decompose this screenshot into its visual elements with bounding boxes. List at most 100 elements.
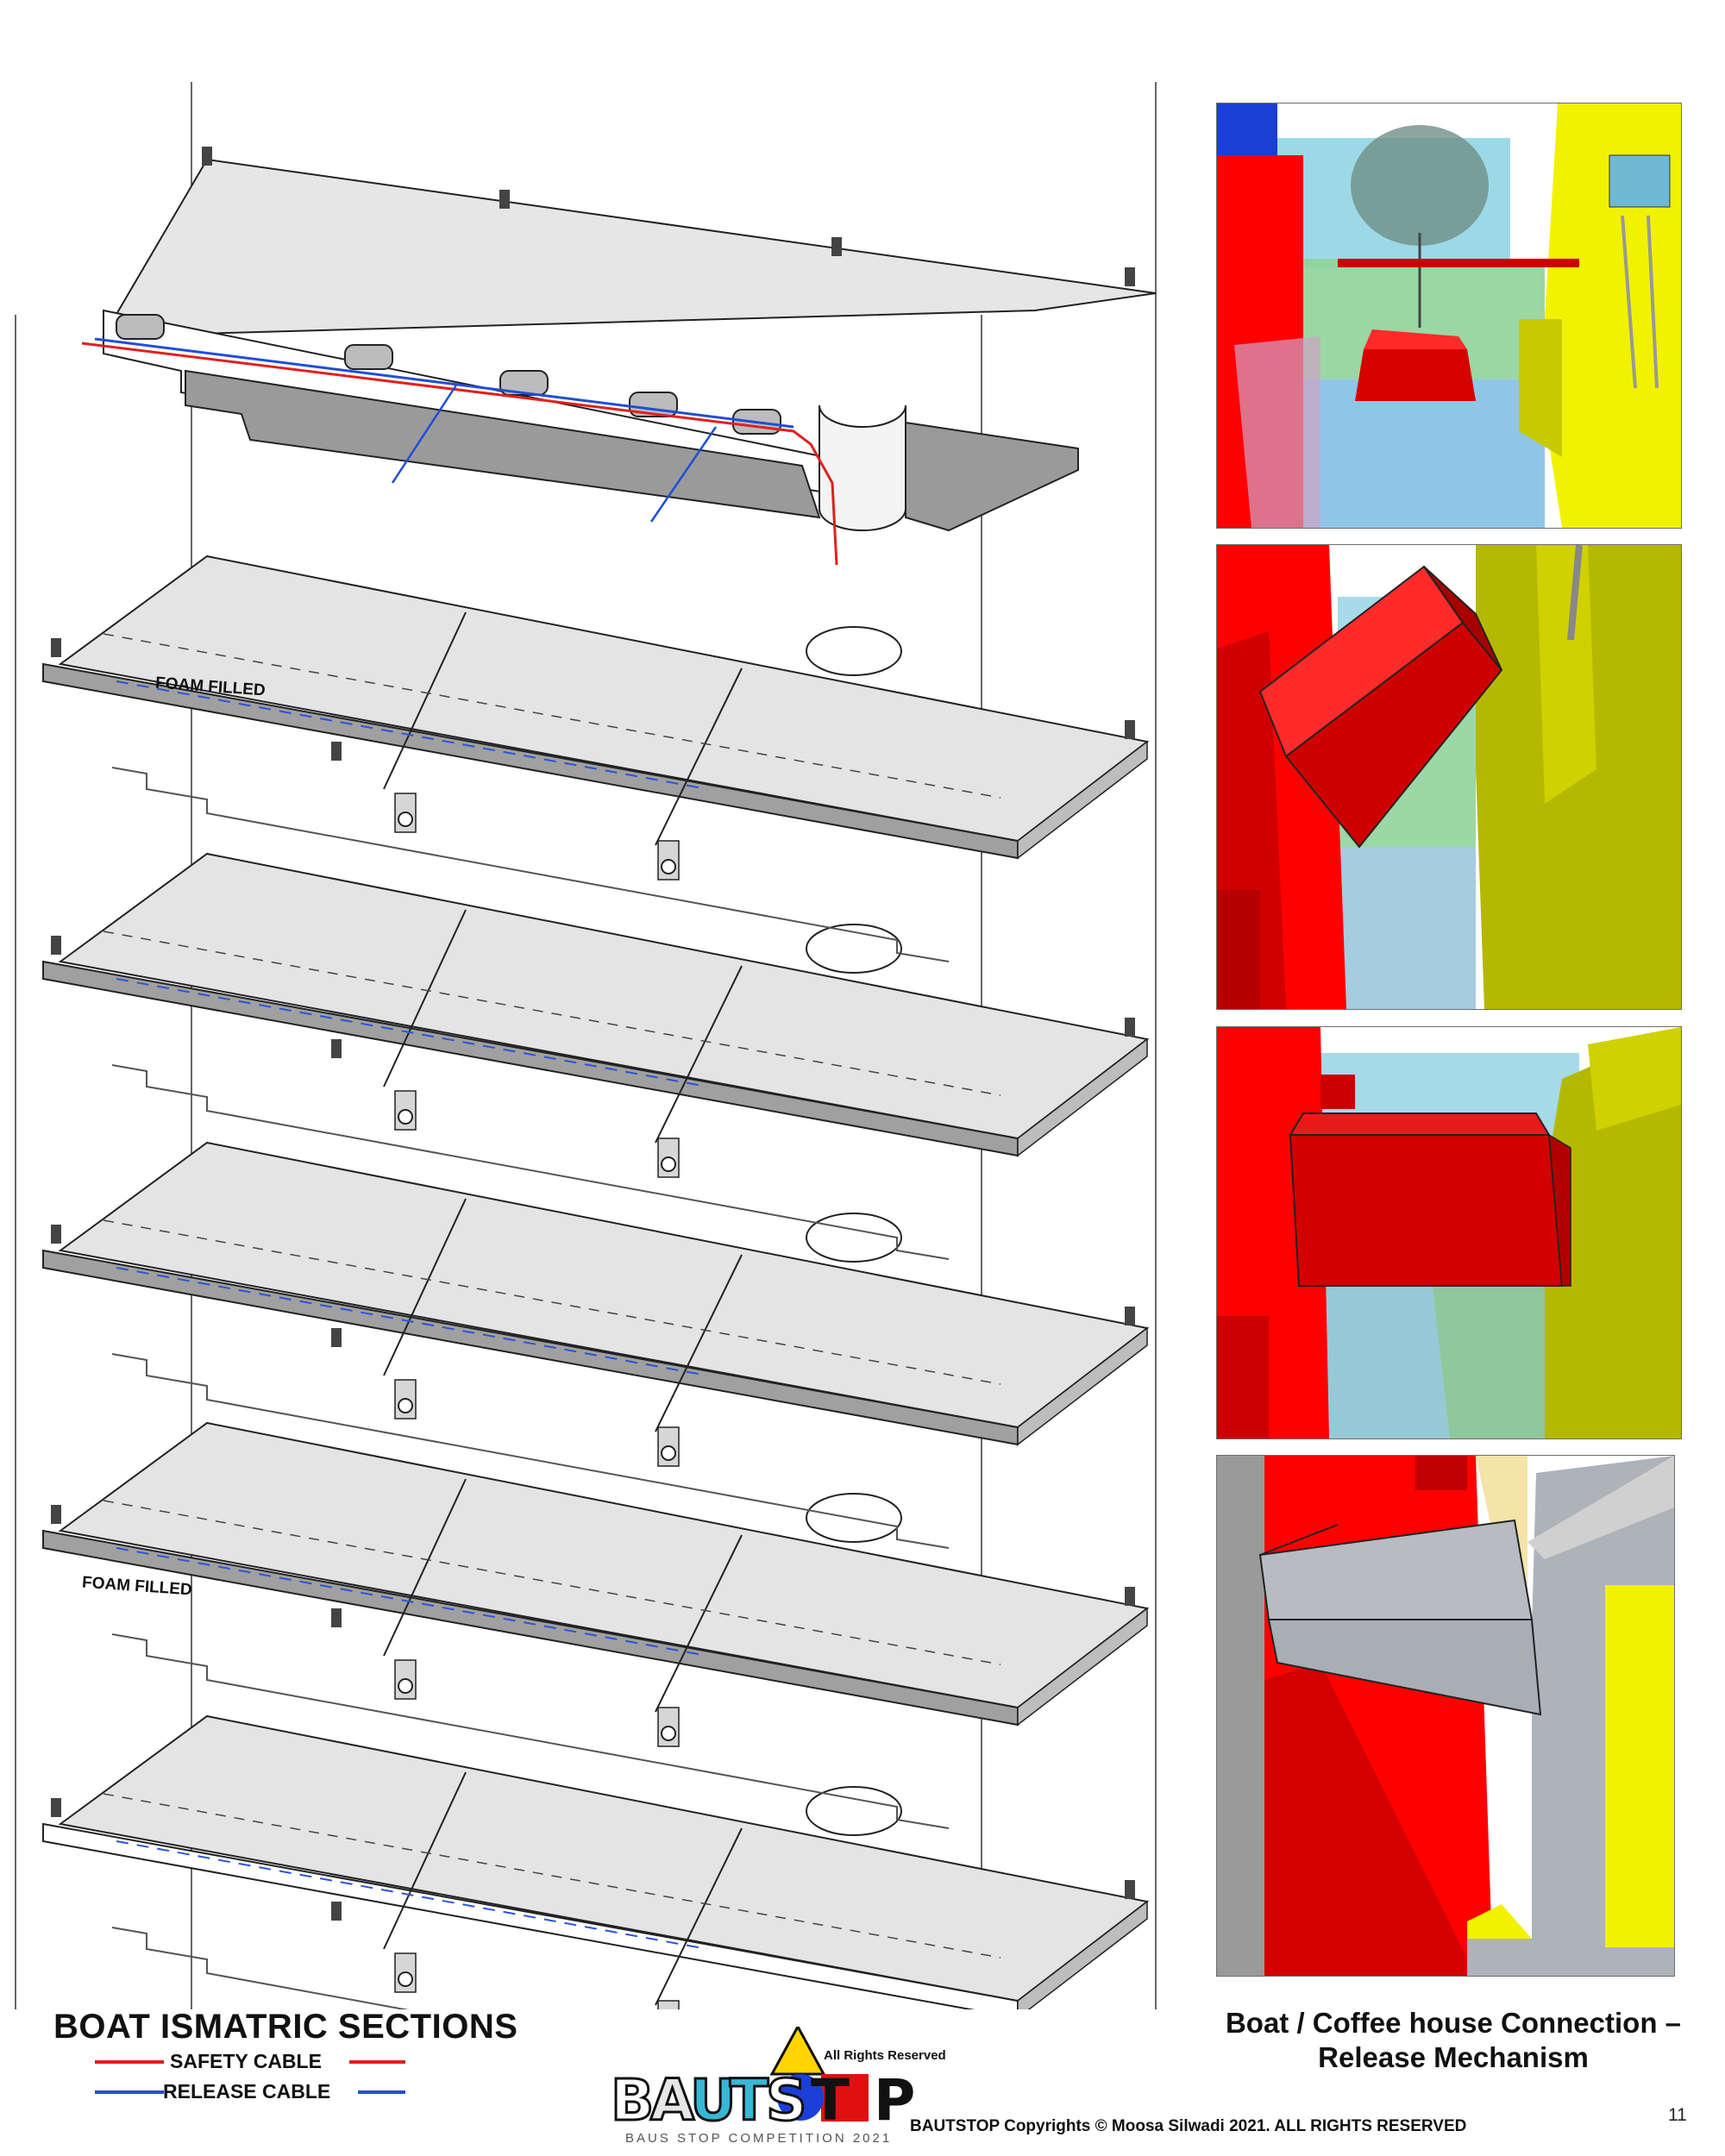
handle-recess bbox=[499, 370, 549, 396]
svg-text:S: S bbox=[766, 2067, 807, 2134]
release-cable-drop bbox=[391, 383, 459, 484]
release-cable bbox=[94, 337, 794, 429]
page-number: 11 bbox=[1668, 2105, 1687, 2125]
release-cable-path bbox=[116, 1267, 708, 1376]
top-deck-hull bbox=[185, 369, 821, 519]
svg-text:P: P bbox=[874, 2067, 915, 2134]
bracket-ring bbox=[661, 1445, 676, 1461]
svg-text:B: B bbox=[611, 2067, 654, 2134]
boat-slab bbox=[42, 852, 1150, 1260]
release-cable-path bbox=[116, 680, 708, 790]
svg-text:T: T bbox=[730, 2067, 768, 2134]
render-panel-release bbox=[1216, 1455, 1675, 1977]
bolt bbox=[51, 936, 61, 955]
slab-end bbox=[1017, 1037, 1148, 1157]
render-panel-tilted bbox=[1216, 544, 1682, 1010]
slab-step-edge bbox=[111, 767, 950, 962]
slab-seam bbox=[103, 1793, 1001, 1959]
svg-text:T: T bbox=[811, 2067, 850, 2134]
bracket-ring bbox=[661, 1156, 676, 1172]
render-panel-overview bbox=[1216, 103, 1682, 529]
bolt bbox=[1125, 720, 1135, 739]
all-rights-reserved: All Rights Reserved bbox=[824, 2048, 946, 2063]
bracket-ring bbox=[398, 812, 413, 827]
slab-end bbox=[1017, 1607, 1148, 1727]
slab-seam bbox=[103, 633, 1001, 799]
render-panel-docked bbox=[1216, 1026, 1682, 1439]
slab-joint bbox=[655, 667, 743, 846]
panel-caption: Boat / Coffee house Connection – Release… bbox=[1225, 2007, 1682, 2073]
copyright-notice: BAUTSTOP Copyrights © Moosa Silwadi 2021… bbox=[910, 2117, 1467, 2135]
safety-cable bbox=[81, 342, 838, 566]
svg-text:U: U bbox=[690, 2067, 737, 2134]
slab-joint bbox=[383, 909, 467, 1087]
boat-top-deck bbox=[81, 147, 1157, 566]
bolt bbox=[331, 1608, 342, 1627]
bolt bbox=[1125, 1880, 1135, 1899]
slab-step-edge bbox=[111, 1353, 950, 1549]
diagram-title: BOAT ISMATRIC SECTIONS bbox=[53, 2008, 518, 2046]
slab-joint bbox=[383, 1198, 467, 1376]
slab-step-edge bbox=[111, 1927, 410, 2009]
slab-joint bbox=[383, 1771, 467, 1950]
slab-end bbox=[1017, 740, 1148, 860]
bolt bbox=[202, 147, 212, 166]
release-cable-legend-label: RELEASE CABLE bbox=[163, 2080, 331, 2103]
boat-slab bbox=[42, 555, 1150, 962]
safety-cable-legend-label: SAFETY CABLE bbox=[170, 2050, 322, 2072]
svg-text:A: A bbox=[650, 2067, 694, 2134]
bracket-ring bbox=[661, 1726, 676, 1741]
release-cable-path bbox=[116, 1840, 708, 1950]
cable-bracket bbox=[657, 2000, 680, 2009]
release-cable-path bbox=[116, 1547, 708, 1657]
mast-hole bbox=[806, 626, 902, 676]
bolt bbox=[331, 1039, 342, 1058]
bracket-ring bbox=[398, 1398, 413, 1413]
boat-slab bbox=[42, 1421, 1150, 1829]
bolt bbox=[1125, 1587, 1135, 1606]
release-cable-path bbox=[116, 978, 708, 1087]
bolt bbox=[51, 1225, 61, 1244]
mast-cylinder bbox=[819, 404, 906, 531]
bolt bbox=[1125, 1307, 1135, 1326]
bracket-ring bbox=[398, 1971, 413, 1987]
bolt bbox=[331, 742, 342, 761]
top-deck-surface bbox=[102, 158, 1157, 338]
slab-joint bbox=[655, 1534, 743, 1713]
slab-end bbox=[1017, 1326, 1148, 1446]
slab-step-edge bbox=[111, 1064, 950, 1260]
bracket-ring bbox=[661, 859, 676, 874]
handle-recess bbox=[116, 314, 165, 340]
bolt bbox=[331, 1902, 342, 1921]
bracket-ring bbox=[398, 1109, 413, 1125]
bolt bbox=[1125, 1018, 1135, 1037]
slab-joint bbox=[655, 965, 743, 1144]
slab-joint bbox=[655, 1254, 743, 1432]
handle-recess bbox=[344, 344, 393, 370]
bolt bbox=[499, 190, 510, 209]
release-cable-legend-line bbox=[358, 2090, 405, 2094]
slab-step-edge bbox=[111, 1633, 950, 1829]
mast-hole bbox=[806, 1786, 902, 1836]
slab-joint bbox=[655, 1827, 743, 2006]
mast-hole bbox=[806, 1213, 902, 1263]
bolt bbox=[51, 638, 61, 657]
release-cable-legend-line bbox=[95, 2090, 164, 2094]
release-cable-drop bbox=[649, 426, 718, 523]
bolt bbox=[51, 1798, 61, 1817]
boat-slab bbox=[42, 1714, 1150, 2009]
bautstop-logo-graphic: B A U T S T P bbox=[610, 2023, 915, 2135]
bracket-ring bbox=[398, 1678, 413, 1694]
slab-seam bbox=[103, 1500, 1001, 1665]
slab-joint bbox=[383, 1478, 467, 1657]
slab-joint bbox=[383, 611, 467, 790]
slab-end bbox=[1017, 1900, 1148, 2009]
competition-tagline: BAUS STOP COMPETITION 2021 bbox=[625, 2131, 893, 2146]
bolt bbox=[331, 1328, 342, 1347]
safety-cable-legend-line bbox=[95, 2060, 164, 2064]
safety-cable-legend-line bbox=[349, 2060, 405, 2064]
top-deck-hull-rear bbox=[905, 421, 1079, 532]
bautstop-logo: B A U T S T P bbox=[604, 2023, 966, 2147]
slab-seam bbox=[103, 931, 1001, 1096]
